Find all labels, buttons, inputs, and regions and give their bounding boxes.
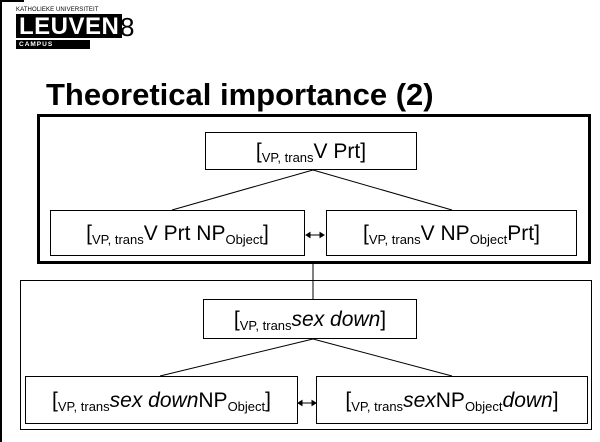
logo-university-text: KATHOLIEKE UNIVERSITEIT <box>16 7 99 13</box>
bracket-open: [ <box>86 221 92 245</box>
bracket-open: [ <box>52 388 58 412</box>
slide-frame-left <box>0 0 2 442</box>
node-text: NP <box>435 388 465 412</box>
node-vp-trans-v-prt: [VP, trans V Prt] <box>205 132 417 170</box>
node-text: V Prt NP <box>143 221 226 245</box>
bracket-close: ] <box>552 388 559 412</box>
subscript-vp-trans: VP, trans <box>57 398 110 414</box>
node-text: V Prt <box>313 139 361 163</box>
subscript-object: Object <box>464 398 503 414</box>
bracket-close: ] <box>360 139 367 163</box>
slide-frame-top <box>0 0 24 2</box>
subscript-vp-trans: VP, trans <box>261 149 314 165</box>
subscript-vp-trans: VP, trans <box>368 231 421 247</box>
subscript-object: Object <box>469 231 508 247</box>
bracket-close: ] <box>263 221 269 245</box>
bracket-open: [ <box>363 221 369 245</box>
logo-campus-text: CAMPUS KORTRIJK <box>16 40 90 57</box>
bracket-open: [ <box>255 139 262 163</box>
subscript-object: Object <box>227 398 266 414</box>
node-vp-trans-sex-down: [VP, trans sex down] <box>203 299 417 339</box>
slide-number: 8 <box>120 12 135 42</box>
bracket-open: [ <box>233 307 240 331</box>
verb-text: sex down <box>109 388 199 412</box>
subscript-vp-trans: VP, trans <box>351 398 404 414</box>
node-text: V NP <box>420 221 470 245</box>
subscript-object: Object <box>225 231 264 247</box>
node-text: NP <box>198 388 228 412</box>
subscript-vp-trans: VP, trans <box>91 231 144 247</box>
verb-particle-text: down <box>502 388 553 412</box>
specific-construction-box <box>20 280 592 430</box>
verb-text: sex down <box>291 307 381 331</box>
bracket-close: ] <box>265 388 271 412</box>
general-construction-box <box>37 114 591 264</box>
bracket-close: ] <box>380 307 387 331</box>
bracket-close: ] <box>534 221 540 245</box>
node-text-tail: Prt <box>507 221 535 245</box>
verb-text: sex <box>403 388 436 412</box>
logo-leuven: LEUVEN <box>16 14 123 39</box>
bracket-open: [ <box>345 388 352 412</box>
slide-title: Theoretical importance (2) <box>46 77 434 112</box>
subscript-vp-trans: VP, trans <box>239 317 292 333</box>
